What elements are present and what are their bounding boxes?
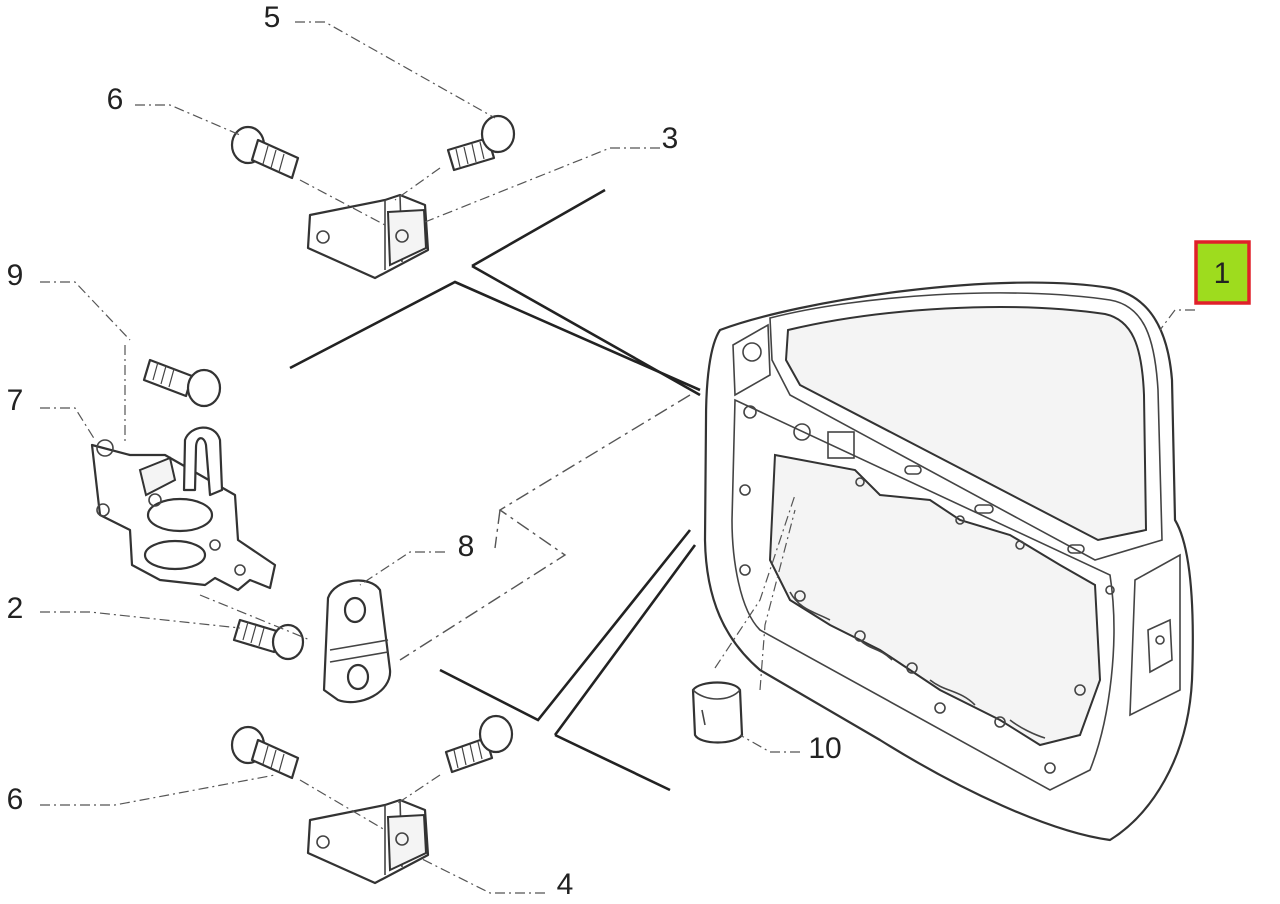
section-lines <box>289 188 701 792</box>
bolt-part-2[interactable] <box>232 618 305 661</box>
callout-5-label[interactable]: 5 <box>264 1 281 34</box>
callout-1-label: 1 <box>1214 257 1231 290</box>
bolt-part-9[interactable] <box>142 358 222 408</box>
clip-part-10[interactable] <box>691 681 744 744</box>
striker-plate-part-8[interactable] <box>322 579 392 704</box>
callout-labels: 1 2 3 4 5 6 6 7 8 9 10 <box>7 1 1251 901</box>
callout-10-label[interactable]: 10 <box>808 732 841 765</box>
callout-3-label[interactable]: 3 <box>662 122 679 155</box>
callout-1[interactable]: 1 <box>1194 240 1251 305</box>
callout-6-lower-label[interactable]: 6 <box>7 783 24 816</box>
door-shell-part-1[interactable] <box>703 281 1194 842</box>
callout-8-label[interactable]: 8 <box>458 530 475 563</box>
lower-hinge-bracket-part-4[interactable] <box>306 798 430 885</box>
bolt-lower-right[interactable] <box>444 714 514 774</box>
callout-6-upper-label[interactable]: 6 <box>107 83 124 116</box>
upper-hinge-bracket-part-3[interactable] <box>306 193 430 280</box>
callout-4-label[interactable]: 4 <box>557 868 574 901</box>
callout-2-label[interactable]: 2 <box>7 592 24 625</box>
door-hinge-assembly-part-7[interactable] <box>90 426 277 592</box>
bolt-part-6-lower[interactable] <box>230 725 300 780</box>
bolt-part-5[interactable] <box>446 114 516 172</box>
callout-7-label[interactable]: 7 <box>7 384 24 417</box>
callout-1-highlight <box>1194 240 1251 305</box>
door-mounting-holes <box>739 405 1115 774</box>
leader-lines <box>40 21 1195 894</box>
callout-9-label[interactable]: 9 <box>7 259 24 292</box>
bolt-part-6-upper[interactable] <box>230 125 300 180</box>
